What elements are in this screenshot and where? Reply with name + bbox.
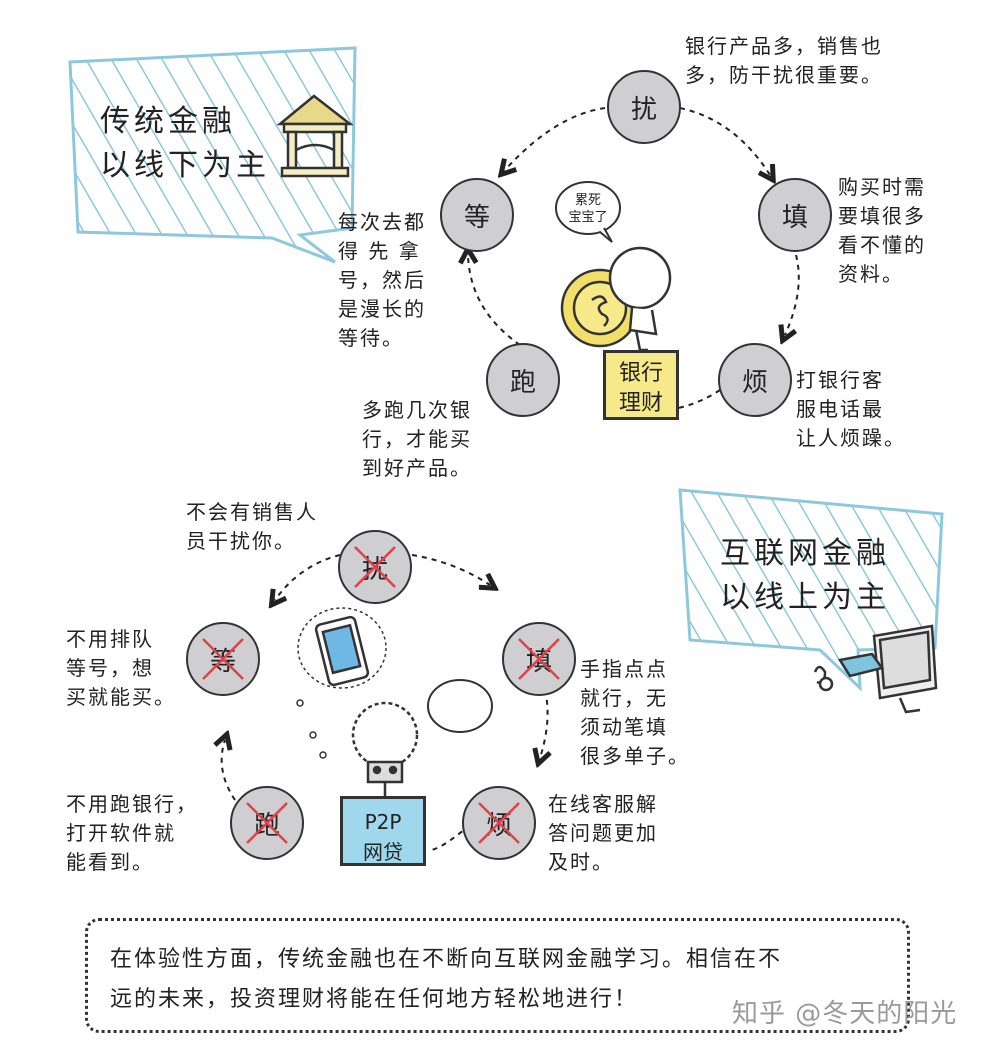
bottom-node-pao: 跑	[230, 786, 304, 860]
top-node-fan: 烦	[718, 343, 792, 417]
top-annotation-deng: 每次去都 得 先 拿 号，然后 是漫长的 等待。	[338, 210, 426, 350]
top-node-pao: 跑	[486, 343, 560, 417]
bottom-node-tian: 填	[502, 622, 576, 696]
empty-speech-bubble-icon	[427, 679, 493, 733]
top-annotation-pao: 多跑几次银 行，才能买 到好产品。	[362, 398, 472, 480]
cross-icon	[518, 638, 560, 680]
top-node-rao: 扰	[607, 70, 681, 144]
phone-icon	[296, 607, 387, 759]
bottom-node-fan: 烦	[462, 786, 536, 860]
top-bubble-shape	[68, 46, 357, 264]
bottom-annotation-pao: 不用跑银行， 打开软件就 能看到。	[66, 792, 198, 874]
cross-icon	[478, 802, 520, 844]
footer-text: 在体验性方面，传统金融也在不断向互联网金融学习。相信在不 远的未来，投资理财将能…	[110, 947, 783, 1012]
tired-speech-text: 累死 宝宝了	[568, 193, 608, 225]
bottom-bubble-text: 互联网金融 以线上为主	[720, 536, 890, 615]
robot-character-icon	[351, 701, 419, 796]
bottom-annotation-rao: 不会有销售人 员干扰你。	[186, 500, 318, 553]
top-annotation-rao: 银行产品多，销售也 多，防干扰很重要。	[685, 34, 883, 87]
cross-icon	[202, 638, 244, 680]
bottom-annotation-deng: 不用排队 等号，想 买就能买。	[66, 627, 176, 709]
footer-box	[85, 918, 910, 1033]
top-node-tian: 填	[758, 178, 832, 252]
top-cycle-arcs	[468, 107, 800, 413]
bottom-annotation-fan: 在线客服解 答问题更加 及时。	[548, 792, 658, 874]
watermark: 知乎 @冬天的阳光	[732, 999, 958, 1029]
speech-bubble-shape	[555, 181, 621, 243]
bottom-node-rao: 扰	[338, 530, 412, 604]
tired-character-icon	[560, 246, 672, 352]
bottom-node-deng: 等	[186, 622, 260, 696]
computer-icon	[813, 624, 938, 714]
cross-icon	[246, 802, 288, 844]
top-annotation-tian: 购买时需 要填很多 看不懂的 资料。	[838, 175, 926, 286]
cross-icon	[354, 546, 396, 588]
top-annotation-fan: 打银行客 服电话最 让人烦躁。	[796, 368, 906, 450]
top-node-deng: 等	[440, 178, 514, 252]
bottom-annotation-tian: 手指点点 就行，无 须动笔填 很多单子。	[580, 657, 690, 768]
bank-building-icon	[276, 94, 354, 178]
top-bubble-text: 传统金融 以线下为主	[100, 104, 270, 183]
bank-finance-sign: 银行 理财	[603, 350, 679, 420]
p2p-loan-sign: P2P 网贷	[340, 796, 426, 866]
bottom-cycle-arcs	[222, 554, 548, 851]
